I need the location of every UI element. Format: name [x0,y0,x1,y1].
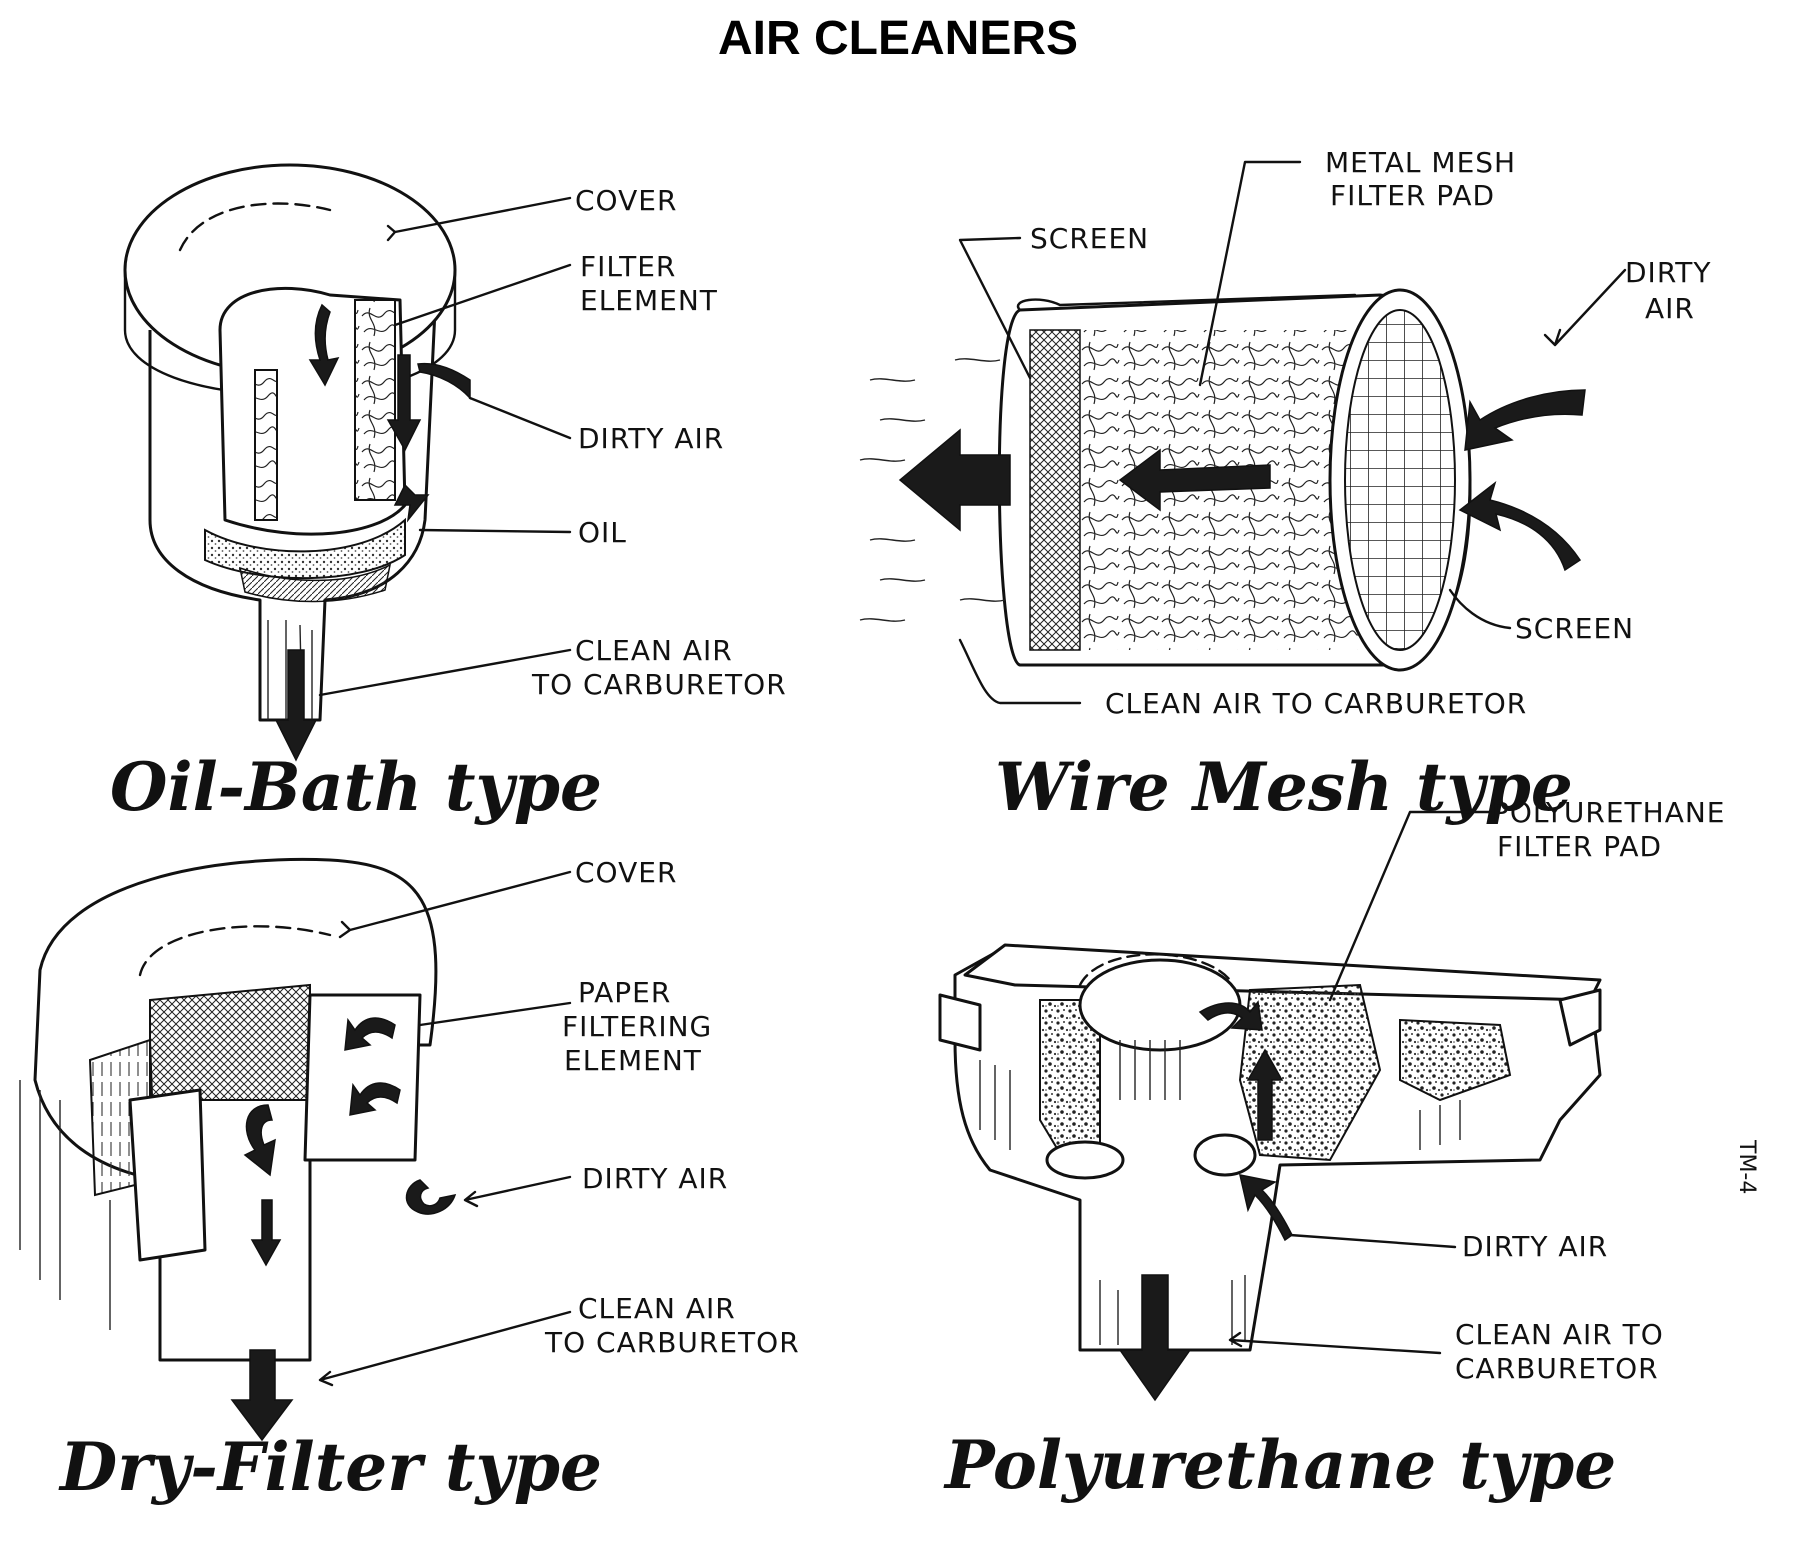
oil-bath-clean-air-label-1: CLEAN AIR [575,634,733,667]
wire-mesh-dirty-air-label-1: DIRTY [1625,256,1711,289]
wire-mesh-pad-label-2: FILTER PAD [1330,179,1495,212]
oil-bath-clean-air-label-2: TO CARBURETOR [531,668,787,701]
wire-mesh-illustration [859,160,1627,705]
wire-mesh-screen-right-label: SCREEN [1515,612,1634,645]
wire-mesh-dirty-air-label-2: AIR [1645,292,1695,325]
dry-filter-clean-air-label-2: TO CARBURETOR [544,1326,800,1359]
figure-code: TM-4 [1734,1139,1759,1194]
polyurethane-pad-label-1: POLYURETHANE [1492,796,1726,829]
polyurethane-caption: Polyurethane type [943,1426,1616,1504]
oil-bath-filter-label-2: ELEMENT [580,284,718,317]
dry-filter-paper-label-1: PAPER [578,976,671,1009]
polyurethane-clean-air-label-1: CLEAN AIR TO [1455,1318,1664,1351]
wire-mesh-clean-air-label: CLEAN AIR TO CARBURETOR [1105,687,1527,720]
dry-filter-clean-air-label-1: CLEAN AIR [578,1292,736,1325]
oil-bath-filter-label-1: FILTER [580,250,676,283]
oil-bath-dirty-air-label: DIRTY AIR [578,422,724,455]
wire-mesh-screen-left-label: SCREEN [1030,222,1149,255]
polyurethane-illustration [938,810,1602,1402]
oil-bath-caption: Oil-Bath type [110,748,602,826]
wire-mesh-caption: Wire Mesh type [995,748,1573,826]
oil-bath-illustration [123,163,572,762]
polyurethane-dirty-air-label: DIRTY AIR [1462,1230,1608,1263]
dry-filter-caption: Dry-Filter type [58,1428,602,1506]
dry-filter-paper-label-2: FILTERING [562,1010,712,1043]
dry-filter-paper-label-3: ELEMENT [564,1044,702,1077]
polyurethane-clean-air-label-2: CARBURETOR [1455,1352,1659,1385]
oil-bath-cover-label: COVER [575,184,677,217]
dry-filter-cover-label: COVER [575,856,677,889]
dry-filter-dirty-air-label: DIRTY AIR [582,1162,728,1195]
wire-mesh-pad-label-1: METAL MESH [1325,146,1516,179]
dry-filter-illustration [19,857,572,1442]
page-title: AIR CLEANERS [718,12,1078,65]
oil-bath-oil-label: OIL [578,516,627,549]
polyurethane-pad-label-2: FILTER PAD [1497,830,1662,863]
